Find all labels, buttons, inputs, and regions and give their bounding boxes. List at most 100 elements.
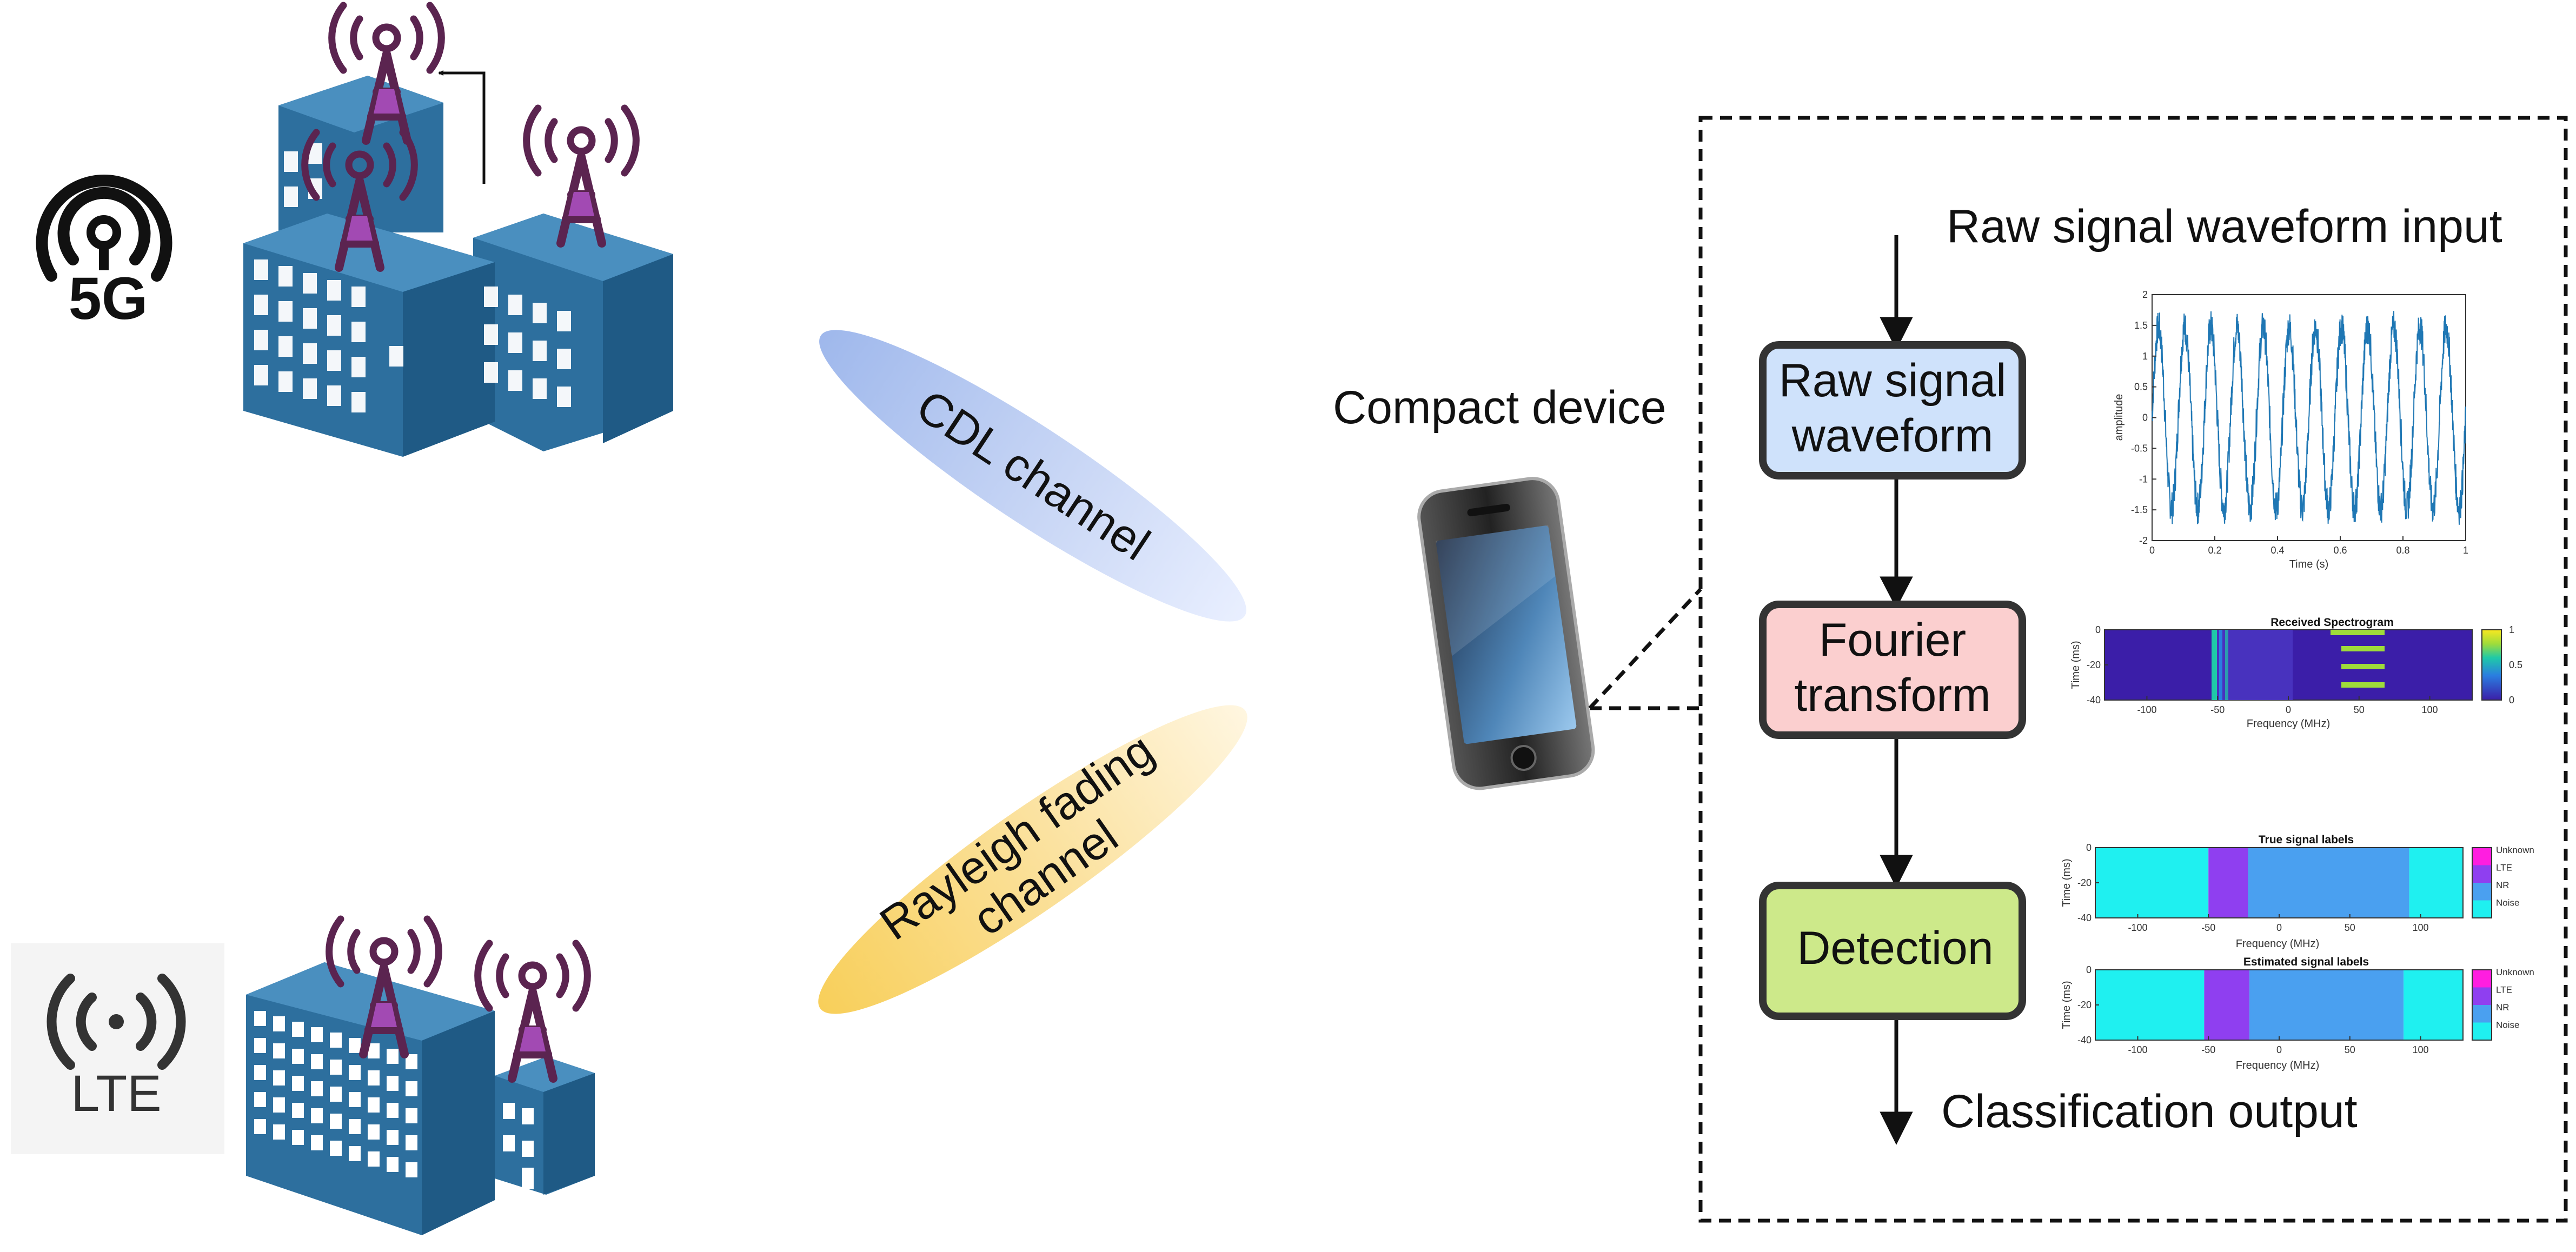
spectrogram-x-tick-label: 100 xyxy=(2422,704,2438,715)
true-labels-y-tick-label: -40 xyxy=(2077,913,2092,923)
fourier-transform-box: Fourier transform xyxy=(1759,601,2026,739)
true-labels-y-tick-label: 0 xyxy=(2086,842,2092,853)
waveform-y-tick-label: -1 xyxy=(2139,474,2148,484)
estimated-labels-title: Estimated signal labels xyxy=(2243,956,2369,968)
estimated-labels-region-lte xyxy=(2204,970,2250,1040)
true-labels-title: True signal labels xyxy=(2259,834,2354,846)
waveform-series xyxy=(2152,311,2466,525)
handover-arrow xyxy=(438,70,486,184)
true-labels-legend-label: Noise xyxy=(2496,898,2519,908)
waveform-x-tick-label: 0 xyxy=(2149,545,2155,556)
colorbar-tick-label: 1 xyxy=(2509,624,2514,635)
true-labels-legend-label: Unknown xyxy=(2496,845,2534,855)
5g-label: 5G xyxy=(69,265,148,332)
colorbar-tick-label: 0.5 xyxy=(2509,660,2522,670)
true-labels-y-tick-label: -20 xyxy=(2077,877,2092,888)
estimated-labels-region-noise xyxy=(2095,970,2205,1040)
rayleigh-channel-lobe: Rayleigh fading channel xyxy=(818,705,1247,1014)
processing-frame xyxy=(1698,116,2568,1223)
true-labels-xlabel: Frequency (MHz) xyxy=(2236,938,2319,950)
estimated-labels-x-tick-label: 100 xyxy=(2413,1044,2429,1055)
true-labels-legend-label: NR xyxy=(2496,880,2509,890)
spectrogram-y-tick-label: -40 xyxy=(2087,695,2101,705)
true-labels-region-lte xyxy=(2208,848,2248,918)
waveform-x-tick-label: 1 xyxy=(2463,545,2468,556)
output-label: Classification output xyxy=(1941,1085,2358,1137)
estimated-labels-ylabel: Time (ms) xyxy=(2061,981,2073,1029)
waveform-y-tick-label: 1.5 xyxy=(2134,320,2148,331)
estimated-labels-region-nr xyxy=(2249,970,2404,1040)
spectrogram-title: Received Spectrogram xyxy=(2270,616,2394,629)
estimated-labels-legend-label: Noise xyxy=(2496,1020,2519,1030)
estimated-labels-legend-swatch xyxy=(2472,970,2492,988)
true-labels-legend-label: LTE xyxy=(2496,863,2512,873)
colorbar-tick-label: 0 xyxy=(2509,695,2514,705)
true-labels-legend-swatch xyxy=(2472,865,2492,883)
spectrogram-x-tick-label: -100 xyxy=(2137,704,2156,715)
waveform-x-tick-label: 0.6 xyxy=(2333,545,2347,556)
fourier-box-label-line2: transform xyxy=(1794,669,1990,721)
true-labels-x-tick-label: 0 xyxy=(2276,922,2282,933)
waveform-y-tick-label: -0.5 xyxy=(2131,443,2148,454)
estimated-labels-legend-label: Unknown xyxy=(2496,967,2534,977)
estimated-labels-x-tick-label: 0 xyxy=(2276,1044,2282,1055)
waveform-x-tick-label: 0.8 xyxy=(2396,545,2409,556)
compact-device-label: Compact device xyxy=(1333,382,1667,434)
lte-base-station-building xyxy=(246,962,595,1235)
true-labels-ylabel: Time (ms) xyxy=(2061,858,2073,907)
lte-icon: LTE xyxy=(11,943,224,1154)
estimated-labels-y-tick-label: 0 xyxy=(2086,964,2092,975)
estimated-labels-x-tick-label: -50 xyxy=(2201,1044,2215,1055)
true-labels-legend-swatch xyxy=(2472,848,2492,865)
input-label: Raw signal waveform input xyxy=(1947,201,2502,252)
estimated-labels-xlabel: Frequency (MHz) xyxy=(2236,1060,2319,1071)
estimated-labels-region-noise xyxy=(2404,970,2463,1040)
waveform-y-tick-label: 0 xyxy=(2142,412,2148,423)
5g-base-station-building xyxy=(243,76,673,457)
lte-label: LTE xyxy=(71,1065,161,1122)
estimated-labels-y-tick-label: -40 xyxy=(2077,1035,2092,1045)
true-labels-x-tick-label: 100 xyxy=(2413,922,2429,933)
waveform-y-tick-label: 2 xyxy=(2142,289,2148,300)
spectrogram-x-tick-label: -50 xyxy=(2210,704,2225,715)
fourier-box-label-line1: Fourier xyxy=(1819,614,1966,666)
estimated-labels-legend-frame xyxy=(2472,969,2492,1041)
true-labels-x-tick-label: -50 xyxy=(2201,922,2215,933)
estimated-labels-x-tick-label: 50 xyxy=(2345,1044,2355,1055)
true-labels-region-nr xyxy=(2248,848,2409,918)
estimated-labels-y-tick-label: -20 xyxy=(2077,1000,2092,1010)
cdl-channel-lobe: CDL channel xyxy=(819,330,1246,622)
waveform-ylabel: amplitude xyxy=(2113,394,2125,441)
true-labels-x-tick-label: 50 xyxy=(2345,922,2355,933)
true-labels-legend-swatch xyxy=(2472,900,2492,918)
true-labels-region-noise xyxy=(2409,848,2463,918)
spectrogram-colorbar xyxy=(2481,629,2502,701)
raw-box-label-line2: waveform xyxy=(1791,410,1994,462)
true-labels-legend-frame xyxy=(2472,847,2492,918)
waveform-x-tick-label: 0.4 xyxy=(2270,545,2284,556)
waveform-xlabel: Time (s) xyxy=(2289,558,2329,570)
waveform-y-tick-label: -1.5 xyxy=(2131,504,2148,515)
true-labels-region-noise xyxy=(2095,848,2209,918)
estimated-labels-legend-swatch xyxy=(2472,1022,2492,1040)
raw-box-label-line1: Raw signal xyxy=(1779,355,2007,407)
estimated-labels-legend-label: NR xyxy=(2496,1002,2509,1013)
device-zoom-connector xyxy=(1588,588,1702,710)
cdl-channel-label: CDL channel xyxy=(907,380,1159,571)
detection-box-label: Detection xyxy=(1797,922,1993,974)
estimated-labels-legend-label: LTE xyxy=(2496,985,2512,995)
true-labels-legend-swatch xyxy=(2472,883,2492,901)
spectrogram-stripes xyxy=(2212,630,2385,700)
spectrogram-active-band xyxy=(2212,630,2293,700)
pipeline-arrows xyxy=(1880,235,1913,1145)
true-labels-x-tick-label: -100 xyxy=(2128,922,2147,933)
spectrogram-y-tick-label: 0 xyxy=(2095,624,2101,635)
estimated-labels-legend-swatch xyxy=(2472,1005,2492,1023)
spectrogram-x-tick-label: 0 xyxy=(2286,704,2291,715)
waveform-x-tick-label: 0.2 xyxy=(2208,545,2221,556)
phone-icon xyxy=(1417,477,1595,790)
